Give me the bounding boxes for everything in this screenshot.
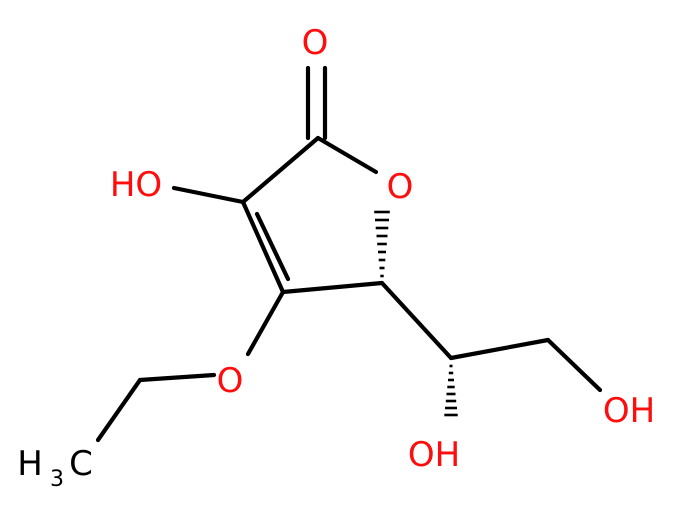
atom-labels: O O HO O OH OH H 3 C	[17, 23, 655, 492]
ether-oxygen-label: O	[217, 361, 244, 401]
bond-c3-c4-double-b	[254, 211, 291, 282]
methyl-c-label: C	[69, 444, 93, 484]
hydroxyl-label-c3: HO	[110, 165, 162, 205]
bond-ch2-ch3	[95, 377, 143, 443]
bond-c3-c4-double-a	[240, 199, 286, 295]
bond-ch2-terminal-hydroxyl	[545, 337, 603, 393]
bond-c4-c5	[280, 280, 385, 295]
bond-ether-oxygen-ch2	[137, 372, 217, 383]
bond-c5-c6	[379, 280, 454, 361]
methyl-h-label: H	[17, 444, 43, 484]
stereo-hashed-wedge-ring	[374, 210, 390, 278]
carbonyl-oxygen-label: O	[302, 23, 329, 63]
bond-c2-c3	[240, 135, 321, 205]
hydroxyl-label-terminal: OH	[603, 391, 655, 431]
bond-c4-ether-oxygen	[245, 289, 286, 357]
hydroxyl-label-side: OH	[408, 435, 460, 475]
bond-c2-ring-oxygen	[315, 135, 379, 175]
methyl-subscript-label: 3	[50, 467, 64, 492]
stereo-hashed-wedge-side	[444, 364, 458, 417]
ring-oxygen-label: O	[387, 167, 414, 207]
bond-c3-hydroxyl	[171, 185, 246, 205]
bond-c6-ch2	[448, 337, 551, 361]
bonds	[95, 65, 603, 443]
